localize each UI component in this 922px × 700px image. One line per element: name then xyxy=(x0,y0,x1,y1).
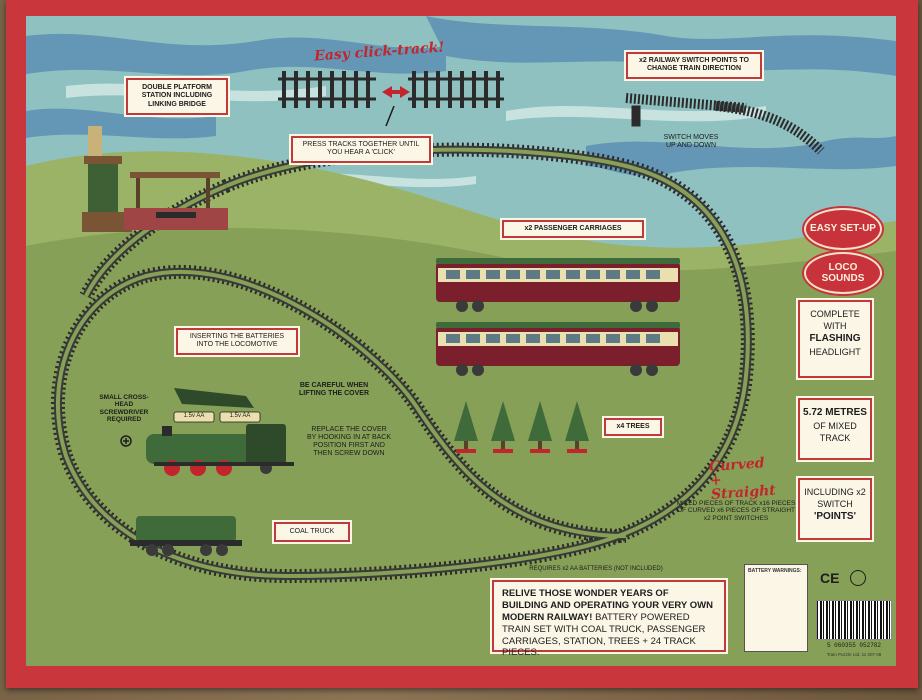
cloud-bands xyxy=(26,16,896,176)
station-drawing xyxy=(82,126,228,232)
easy-setup-badge: EASY SET-UP xyxy=(804,208,882,250)
barcode xyxy=(816,600,892,640)
age-warning-icon xyxy=(850,570,866,586)
pointer-line xyxy=(385,105,395,127)
loco-sounds-badge: LOCO SOUNDS xyxy=(804,252,882,294)
double-platform-label: DOUBLE PLATFORM STATION INCLUDING LINKIN… xyxy=(126,78,228,116)
track-layout xyxy=(51,142,755,584)
headlight-post: HEADLIGHT xyxy=(809,346,861,357)
battery-warning-block: BATTERY WARNINGS: xyxy=(744,564,808,652)
coal-truck-label: COAL TRUCK xyxy=(274,522,350,543)
curved-straight-heading: Curved + Straight xyxy=(708,455,777,504)
metres-post: OF MIXED TRACK xyxy=(813,420,857,443)
trees-drawing xyxy=(454,401,589,453)
be-careful-text: BE CAREFUL WHEN LIFTING THE COVER xyxy=(299,382,369,398)
inserting-batteries-label: INSERTING THE BATTERIES INTO THE LOCOMOT… xyxy=(176,328,298,355)
headlight-pre: COMPLETE WITH xyxy=(810,309,860,332)
passenger-carriages-label: x2 PASSENGER CARRIAGES xyxy=(502,220,644,239)
relive-panel: RELIVE THOSE WONDER YEARS OF BUILDING AN… xyxy=(492,580,726,658)
plus-icon xyxy=(120,435,132,447)
switch-bold: 'POINTS' xyxy=(814,511,856,523)
switch-points-label: x2 RAILWAY SWITCH POINTS TO CHANGE TRAIN… xyxy=(626,52,762,79)
coal-truck-drawing xyxy=(130,516,242,556)
switch-moves-text: SWITCH MOVES UP AND DOWN xyxy=(663,134,719,150)
warning-title: BATTERY WARNINGS: xyxy=(748,568,802,574)
battery-tag-2: 1.5v AA xyxy=(229,413,251,419)
passenger-carriage-1 xyxy=(436,258,680,312)
requires-batteries-text: REQUIRES x2 AA BATTERIES (NOT INCLUDED) xyxy=(529,566,663,572)
track-pieces-text: MIXED PIECES OF TRACK x16 PIECES OF CURV… xyxy=(676,500,796,522)
battery-tag-1: 1.5v AA xyxy=(183,413,205,419)
metres-bold: 5.72 METRES xyxy=(803,407,867,418)
headlight-panel: COMPLETE WITH FLASHING HEADLIGHT xyxy=(798,300,872,378)
locomotive-drawing xyxy=(146,388,294,476)
metres-panel: 5.72 METRES OF MIXED TRACK xyxy=(798,398,872,460)
switch-pre: INCLUDING x2 SWITCH xyxy=(804,487,866,510)
battery-pair xyxy=(173,411,261,423)
press-tracks-label: PRESS TRACKS TOGETHER UNTIL YOU HEAR A '… xyxy=(291,136,431,163)
switch-points-drawing xyxy=(625,93,825,155)
ce-mark: CE xyxy=(820,570,840,586)
barcode-number: 5 060355 052782 xyxy=(826,642,881,649)
switch-points-panel: INCLUDING x2 SWITCH 'POINTS' xyxy=(798,478,872,540)
box-red-border: Easy click-track! PRESS TRACKS TOGETHER … xyxy=(6,0,918,688)
replace-cover-text: REPLACE THE COVER BY HOOKING IN AT BACK … xyxy=(306,426,392,458)
passenger-carriage-2 xyxy=(436,322,680,376)
product-line: Train Puzzle Ltd. 11 007 08 xyxy=(826,652,882,657)
trees-label: x4 TREES xyxy=(604,418,662,437)
relive-body: BATTERY POWERED TRAIN SET WITH COAL TRUC… xyxy=(502,611,706,659)
box-art-panel: Easy click-track! PRESS TRACKS TOGETHER … xyxy=(26,16,896,666)
click-track-pieces xyxy=(278,71,504,108)
screwdriver-text: SMALL CROSS-HEAD SCREWDRIVER REQUIRED xyxy=(99,394,149,424)
arrow-icon xyxy=(382,86,410,98)
relive-headline: RELIVE THOSE WONDER YEARS OF BUILDING AN… xyxy=(502,588,713,623)
headlight-bold: FLASHING xyxy=(809,333,861,345)
